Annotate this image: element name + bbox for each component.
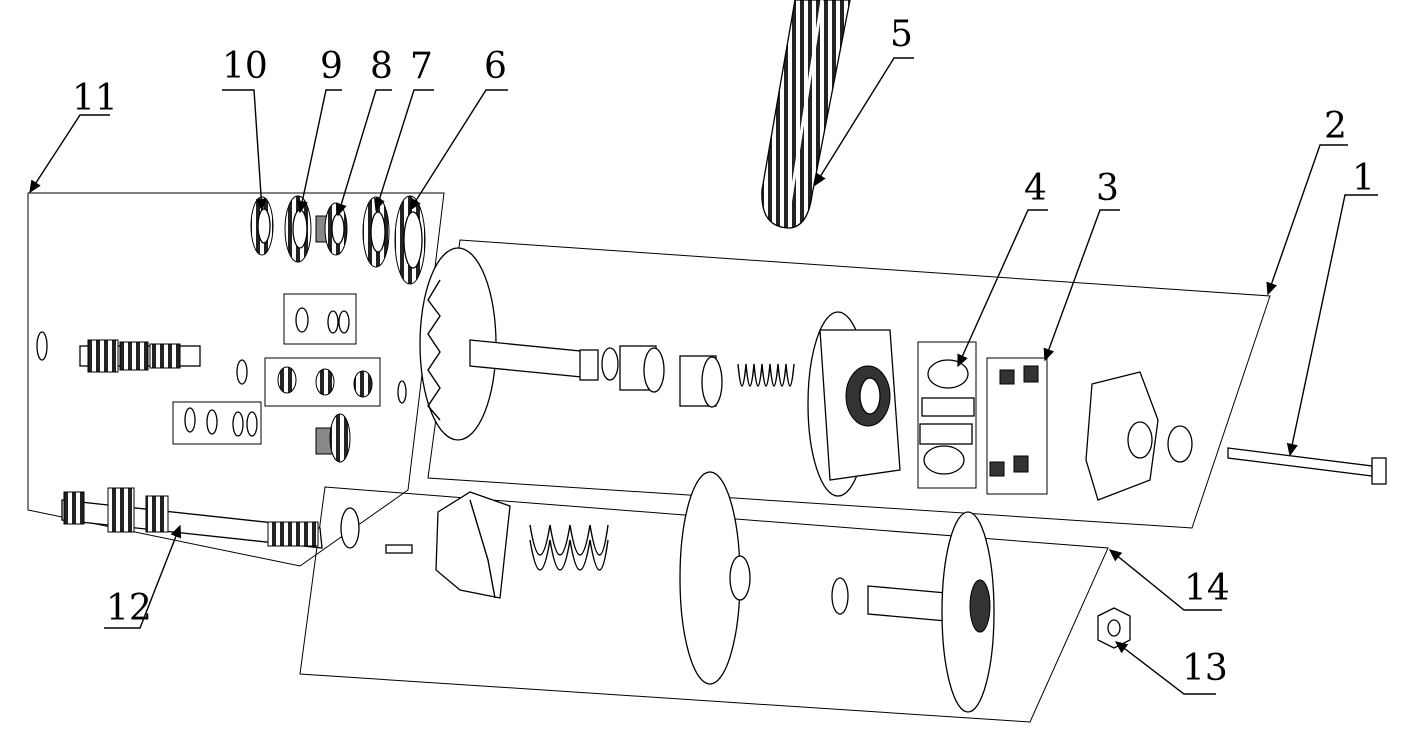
snap-ring-box-upper	[283, 293, 357, 345]
callout-14: 14	[1184, 568, 1230, 609]
callout-9: 9	[320, 46, 343, 87]
callout-5: 5	[890, 14, 913, 55]
leader-lines	[29, 57, 1378, 695]
callout-12: 12	[106, 588, 152, 629]
roller-weight-box	[917, 341, 977, 489]
idler-gear	[315, 413, 351, 463]
callout-6: 6	[484, 46, 507, 87]
callout-10: 10	[222, 46, 268, 87]
callout-2: 2	[1324, 106, 1347, 147]
callout-11: 11	[72, 78, 118, 119]
gear-7	[362, 196, 390, 268]
callout-1: 1	[1352, 158, 1375, 199]
gear-10	[250, 196, 274, 256]
ramp-plate	[1085, 371, 1193, 501]
drive-belt	[761, 0, 851, 229]
helix-cam	[435, 491, 511, 599]
driven-spring	[529, 524, 609, 571]
callout-3: 3	[1096, 168, 1119, 209]
callout-7: 7	[410, 46, 433, 87]
gear-6	[394, 195, 426, 285]
spider-hub	[679, 355, 723, 408]
needle-bearing-box	[264, 357, 381, 407]
gear-8	[315, 202, 348, 256]
driven-washer	[831, 577, 849, 615]
fixed-sheave	[419, 247, 599, 441]
group-frame-14	[299, 486, 1109, 723]
driven-moveable-sheave	[679, 471, 751, 685]
hex-nut	[1097, 607, 1131, 649]
countershaft	[36, 331, 407, 404]
callout-13: 13	[1182, 648, 1228, 689]
driven-spacer	[340, 507, 413, 554]
main-shaft	[61, 487, 323, 549]
callout-4: 4	[1024, 168, 1047, 209]
callout-8: 8	[370, 46, 393, 87]
driven-fixed-sheave	[867, 511, 995, 713]
bushing	[601, 345, 665, 393]
drive-spring	[737, 363, 795, 387]
moveable-sheave	[807, 311, 901, 497]
gear-9	[284, 195, 312, 263]
bolt	[1227, 447, 1387, 485]
slider-box	[986, 357, 1048, 495]
snap-ring-box-lower	[172, 401, 262, 445]
